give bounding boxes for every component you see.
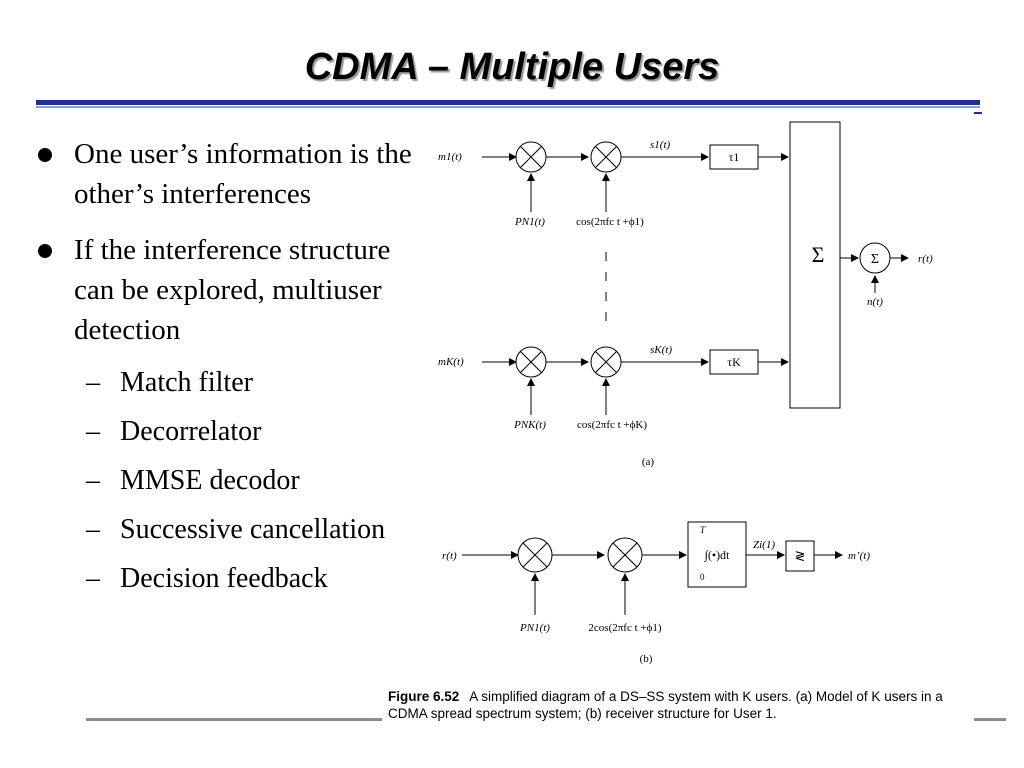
delay-label: τ1 — [729, 150, 740, 164]
multiplier-icon — [515, 141, 547, 173]
sum-label: Σ — [871, 252, 879, 267]
figure-caption-text: A simplified diagram of a DS–SS system w… — [388, 689, 943, 721]
pn-label: PNK(t) — [513, 419, 546, 431]
summer-block — [789, 121, 841, 409]
pn-label: PN1(t) — [514, 216, 545, 228]
figure-number: Figure 6.52 — [388, 689, 460, 704]
integrator-block — [687, 521, 747, 588]
sub-bullet-text: Decision feedback — [120, 563, 328, 594]
noise-label: n(t) — [867, 296, 883, 308]
cdma-block-diagram: m1(t) mK(t) PN1(t) PNK(t) cos(2πfc t +ϕ1… — [438, 121, 933, 665]
output-label: m’(t) — [848, 550, 870, 562]
comparator-label: ≷ — [795, 548, 806, 563]
signal-label: s1(t) — [650, 139, 671, 151]
output-label: r(t) — [918, 253, 933, 265]
bullet-dot-icon — [38, 244, 52, 258]
integral-upper-limit: T — [700, 525, 706, 535]
bullet-dot-icon — [38, 148, 52, 162]
bullet-list: One user’s information is the other’s in… — [36, 134, 436, 611]
dash-icon: – — [86, 514, 100, 545]
bullet-item: One user’s information is the other’s in… — [36, 134, 436, 214]
sub-bullet-text: MMSE decodor — [120, 465, 300, 496]
carrier-label: cos(2πfc t +ϕK) — [577, 419, 647, 431]
input-label: r(t) — [442, 550, 457, 562]
bullet-item: If the interference structure can be exp… — [36, 230, 436, 350]
multiplier-icon — [590, 346, 622, 378]
title-rule — [36, 100, 980, 105]
multiplier-icon — [517, 537, 553, 573]
sub-bullet-text: Successive cancellation — [120, 514, 386, 545]
footer-rule — [86, 718, 382, 721]
sub-bullet-item: –MMSE decodor — [36, 464, 436, 498]
bullet-text: If the interference structure can be exp… — [74, 234, 391, 346]
dash-icon: – — [86, 563, 100, 594]
integral-lower-limit: 0 — [700, 572, 705, 582]
delay-block — [709, 349, 759, 375]
input-label: m1(t) — [438, 151, 462, 163]
title-rule-mark — [974, 112, 982, 114]
integrator-label: ∫(•)dt — [704, 548, 730, 562]
pn-label: PN1(t) — [519, 622, 550, 634]
input-label: mK(t) — [438, 356, 464, 368]
comparator-block — [785, 540, 815, 572]
panel-label: (b) — [640, 653, 653, 665]
decision-statistic-label: Zi(1) — [753, 539, 775, 551]
multiplier-icon — [590, 141, 622, 173]
panel-label: (a) — [642, 456, 655, 468]
sub-bullet-item: –Match filter — [36, 366, 436, 400]
sub-bullet-text: Match filter — [120, 367, 253, 398]
dash-icon: – — [86, 416, 100, 447]
dash-icon: – — [86, 465, 100, 496]
carrier-label: cos(2πfc t +ϕ1) — [576, 216, 644, 228]
carrier-label: 2cos(2πfc t +ϕ1) — [588, 622, 661, 634]
footer-rule — [974, 718, 1006, 721]
delay-block — [709, 144, 759, 170]
summing-junction-icon — [859, 242, 891, 274]
multiplier-icon — [607, 537, 643, 573]
delay-label: τK — [727, 355, 741, 369]
multiplier-icon — [515, 346, 547, 378]
sub-bullet-item: –Decorrelator — [36, 415, 436, 449]
sub-bullet-text: Decorrelator — [120, 416, 262, 447]
dash-icon: – — [86, 367, 100, 398]
sub-bullet-item: –Successive cancellation — [36, 513, 436, 547]
slide-title: CDMA – Multiple Users — [304, 46, 720, 88]
signal-label: sK(t) — [650, 344, 672, 356]
sub-bullet-item: –Decision feedback — [36, 562, 436, 596]
bullet-text: One user’s information is the other’s in… — [74, 138, 412, 210]
sum-label: Σ — [812, 242, 825, 267]
title-rule-light — [36, 106, 980, 108]
